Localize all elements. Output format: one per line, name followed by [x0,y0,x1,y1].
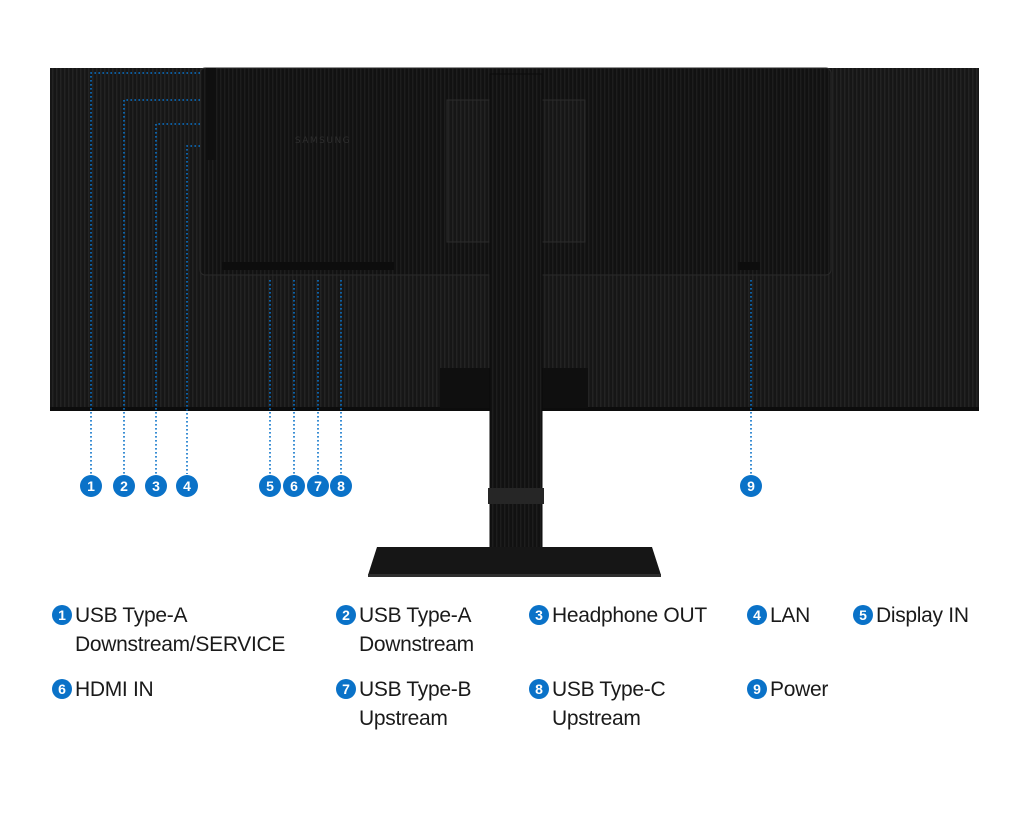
callout-line-1 [90,72,200,474]
legend-label-line: USB Type-A [75,604,188,627]
callout-line-3 [155,123,200,474]
legend-number-badge: 6 [52,679,72,699]
callout-badge-circle [176,475,198,497]
callout-badge-circle [740,475,762,497]
callout-badge-number: 3 [152,478,160,494]
callout-badge-circle [145,475,167,497]
stand-base [368,547,661,575]
stand-clip [488,488,544,504]
power-port [738,262,760,270]
callout-badge-9: 9 [740,475,762,497]
callout-badge-4: 4 [176,475,198,497]
callout-lines [90,72,752,474]
callout-badge-number: 2 [120,478,128,494]
callout-badge-number: 6 [290,478,298,494]
callout-badge-number: 1 [87,478,95,494]
side-port-strip [206,68,216,160]
callout-line-4 [186,145,200,474]
legend-number-badge: 4 [747,605,767,625]
legend-label-line: Downstream/SERVICE [75,633,286,656]
legend-label-line: Downstream [359,633,474,656]
callout-badge-number: 4 [183,478,191,494]
callout-badge-8: 8 [330,475,352,497]
callout-badge-7: 7 [307,475,329,497]
callout-badge-2: 2 [113,475,135,497]
legend-number-badge: 8 [529,679,549,699]
callout-badge-3: 3 [145,475,167,497]
legend-label-line: Power [770,678,829,701]
callout-badge-circle [307,475,329,497]
bottom-port-strip [222,262,394,270]
legend-label-line: Upstream [359,707,448,730]
legend-label-line: Headphone OUT [552,604,707,627]
callout-badge-number: 8 [337,478,345,494]
legend-number-badge: 5 [853,605,873,625]
stand-base-shadow [368,574,661,577]
callout-badge-number: 7 [314,478,322,494]
callout-badge-circle [259,475,281,497]
callout-badge-number: 5 [266,478,274,494]
callout-badge-circle [113,475,135,497]
callout-line-2 [123,99,200,474]
legend-number-badge: 1 [52,605,72,625]
callout-badge-5: 5 [259,475,281,497]
legend-label-line: Upstream [552,707,641,730]
legend-number-badge: 2 [336,605,356,625]
callout-badge-number: 9 [747,478,755,494]
callout-badge-1: 1 [80,475,102,497]
callout-badge-circle [283,475,305,497]
legend-label-line: LAN [770,604,810,627]
legend-label-line: USB Type-C [552,678,666,701]
legend-label-line: Display IN [876,604,969,627]
legend-label-line: USB Type-A [359,604,472,627]
legend-number-badge: 3 [529,605,549,625]
callout-badge-circle [80,475,102,497]
brand-logo: SAMSUNG [295,136,351,146]
callout-badge-6: 6 [283,475,305,497]
legend-label-line: USB Type-B [359,678,472,701]
legend-label-line: HDMI IN [75,678,154,701]
legend-number-badge: 9 [747,679,767,699]
callout-badge-circle [330,475,352,497]
legend-number-badge: 7 [336,679,356,699]
